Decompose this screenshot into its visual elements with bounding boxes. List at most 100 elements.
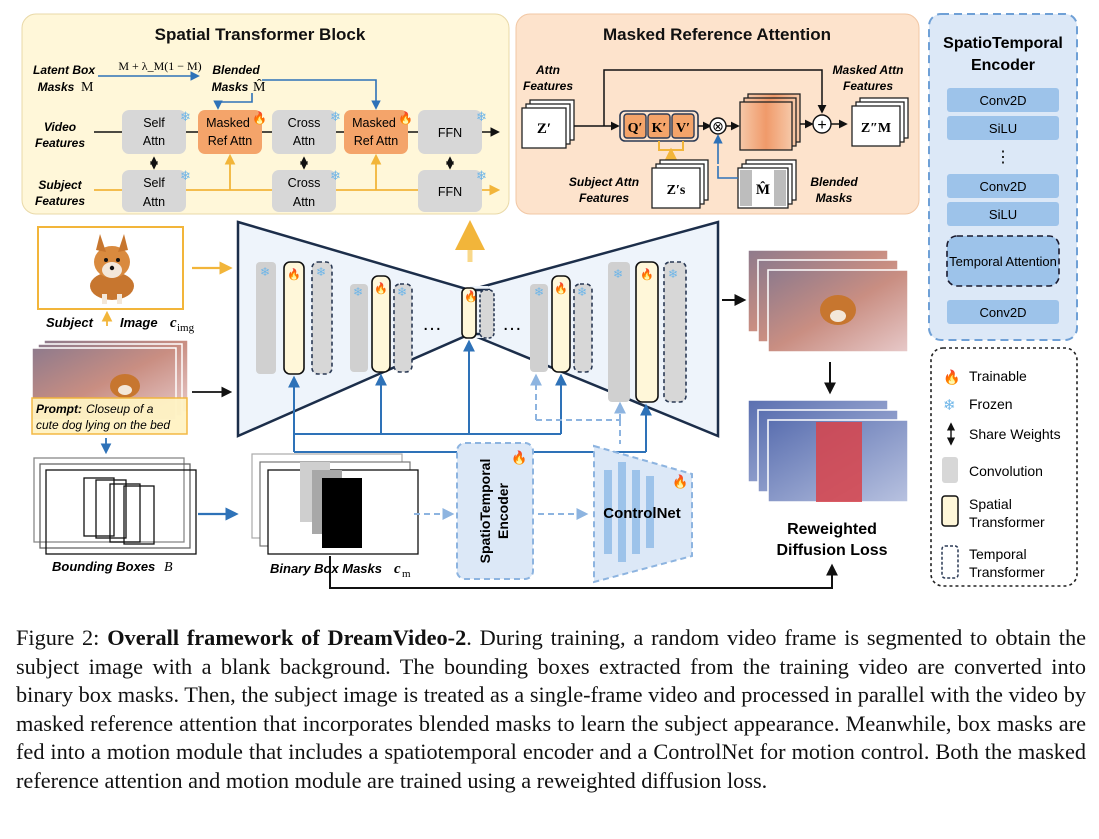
video-features-label-2: Features bbox=[35, 136, 85, 150]
multiply-symbol: ⊗ bbox=[712, 118, 724, 134]
z-out-stack: Z″M bbox=[851, 97, 909, 147]
bounding-boxes-symbol: B bbox=[164, 560, 173, 575]
svg-text:🔥: 🔥 bbox=[640, 268, 654, 281]
ste-ellipsis: ⋮ bbox=[995, 149, 1011, 166]
svg-text:❄: ❄ bbox=[353, 285, 363, 299]
svg-text:🔥: 🔥 bbox=[398, 111, 413, 125]
legend-share-weights: Share Weights bbox=[969, 426, 1061, 442]
ste-layer-label: Conv2D bbox=[980, 93, 1027, 108]
video-self-attn-block bbox=[122, 110, 186, 154]
controlnet-feed-arrows bbox=[530, 373, 626, 444]
subject-cross-attn-block bbox=[272, 170, 336, 212]
ste-silu-1 bbox=[947, 116, 1059, 140]
z-prime-symbol: Z′ bbox=[537, 121, 551, 137]
mra-title: Masked Reference Attention bbox=[603, 25, 831, 44]
mra-blended-masks-label: Blended bbox=[810, 175, 858, 189]
masked-attn-features-label-2: Features bbox=[843, 79, 893, 93]
ste-layer-label: Temporal Attention bbox=[949, 254, 1057, 269]
ste-layer-label: Conv2D bbox=[980, 305, 1027, 320]
image-symbol: c bbox=[170, 315, 177, 331]
bounding-boxes-input bbox=[33, 457, 197, 555]
fire-icon: 🔥🔥 🔥🔥🔥 bbox=[287, 268, 654, 303]
svg-text:🔥: 🔥 bbox=[464, 290, 478, 303]
ffn-label: FFN bbox=[438, 185, 462, 199]
m-hat-stack: M̂ bbox=[737, 159, 797, 209]
z-s-symbol: Z′s bbox=[667, 183, 686, 198]
svg-text:❄: ❄ bbox=[476, 109, 487, 124]
masked-attn-features-label: Masked Attn bbox=[833, 63, 904, 77]
unet-ellipsis-2: … bbox=[502, 313, 522, 335]
image-label: Image bbox=[120, 315, 158, 330]
video-ffn-block bbox=[418, 110, 482, 154]
latent-box-masks-label-2: Masks bbox=[38, 80, 75, 94]
subject-features-label: Subject bbox=[38, 178, 82, 192]
fire-icon: 🔥 bbox=[672, 474, 688, 489]
legend-trainable: Trainable bbox=[969, 368, 1027, 384]
ste-title: SpatioTemporal bbox=[943, 35, 1063, 52]
ste-title-2: Encoder bbox=[971, 57, 1035, 74]
ste-silu-2 bbox=[947, 202, 1059, 226]
cross-attn-label-2: Attn bbox=[293, 134, 315, 148]
legend-spatial: Spatial bbox=[969, 496, 1012, 512]
spatial-block-title: Spatial Transformer Block bbox=[155, 25, 366, 44]
subject-attn-features-label: Subject Attn bbox=[569, 175, 639, 189]
q-prime-symbol: Q′ bbox=[628, 121, 643, 136]
ste-conv2d-1 bbox=[947, 88, 1059, 112]
prompt-text-2: cute dog lying on the bed bbox=[36, 418, 170, 432]
prompt-text: Closeup of a bbox=[86, 402, 154, 416]
masked-ref-label-2: Ref Attn bbox=[354, 134, 399, 148]
binary-box-masks-input bbox=[251, 453, 419, 555]
svg-text:❄: ❄ bbox=[180, 109, 191, 124]
prompt-box bbox=[31, 397, 188, 435]
legend-temporal: Temporal bbox=[969, 546, 1027, 562]
unet-ellipsis: … bbox=[422, 313, 442, 335]
masked-ref-label-2: Ref Attn bbox=[208, 134, 253, 148]
subject-features-label-2: Features bbox=[35, 194, 85, 208]
motion-encoder-label-2: Encoder bbox=[495, 482, 511, 539]
svg-text:❄: ❄ bbox=[613, 267, 623, 281]
image-subscript: img bbox=[177, 322, 195, 334]
attn-features-label-2: Features bbox=[523, 79, 573, 93]
latent-mask-symbol: M bbox=[81, 80, 94, 95]
latent-box-masks-label: Latent Box bbox=[33, 63, 96, 77]
video-features-label: Video bbox=[44, 120, 76, 134]
snowflake-icon: ❄❄ ❄❄ ❄❄ ❄❄ bbox=[260, 265, 678, 299]
subject-self-attn-block bbox=[122, 170, 186, 212]
blended-mask-symbol: M̂ bbox=[253, 78, 266, 95]
binary-masks-symbol: c bbox=[394, 561, 401, 577]
ste-conv2d-2 bbox=[947, 174, 1059, 198]
attention-feature-stack bbox=[739, 93, 801, 151]
video-cross-attn-block bbox=[272, 110, 336, 154]
svg-text:❄: ❄ bbox=[668, 267, 678, 281]
output-video-frames bbox=[747, 249, 909, 353]
legend-spatial-2: Transformer bbox=[969, 514, 1045, 530]
ffn-label: FFN bbox=[438, 126, 462, 140]
svg-text:❄: ❄ bbox=[476, 168, 487, 183]
svg-text:❄: ❄ bbox=[260, 265, 270, 279]
z-s-stack: Z′s bbox=[651, 159, 709, 209]
figure-label: Figure 2: bbox=[16, 625, 100, 650]
svg-text:❄: ❄ bbox=[397, 285, 407, 299]
v-prime-symbol: V′ bbox=[676, 121, 690, 136]
legend-convolution-swatch bbox=[942, 457, 958, 483]
svg-text:❄: ❄ bbox=[577, 285, 587, 299]
spatiotemporal-encoder-module: 🔥 SpatioTemporal Encoder bbox=[456, 442, 534, 580]
svg-text:🔥: 🔥 bbox=[252, 111, 267, 125]
legend: 🔥 Trainable ❄ Frozen Share Weights Convo… bbox=[930, 347, 1078, 587]
ste-layer-label: SiLU bbox=[989, 207, 1017, 222]
framework-diagram: Spatial Transformer Block Latent Box Mas… bbox=[21, 13, 1078, 589]
masked-reference-attention-panel: Masked Reference Attention Attn Features… bbox=[515, 13, 920, 215]
svg-text:❄: ❄ bbox=[316, 265, 326, 279]
snowflake-icon: ❄ bbox=[943, 397, 956, 414]
fire-icon: 🔥 bbox=[943, 369, 960, 386]
self-attn-label-2: Attn bbox=[143, 195, 165, 209]
double-arrow-icon bbox=[149, 156, 455, 170]
cross-attn-label: Cross bbox=[288, 176, 321, 190]
svg-text:🔥: 🔥 bbox=[287, 268, 301, 281]
video-masked-ref-attn-block bbox=[198, 110, 262, 154]
ste-temporal-attention bbox=[946, 235, 1060, 287]
legend-spatial-swatch bbox=[941, 495, 959, 527]
subject-ffn-block bbox=[418, 170, 482, 212]
z-out-symbol: Z″M bbox=[861, 121, 891, 136]
legend-temporal-swatch bbox=[941, 545, 959, 579]
